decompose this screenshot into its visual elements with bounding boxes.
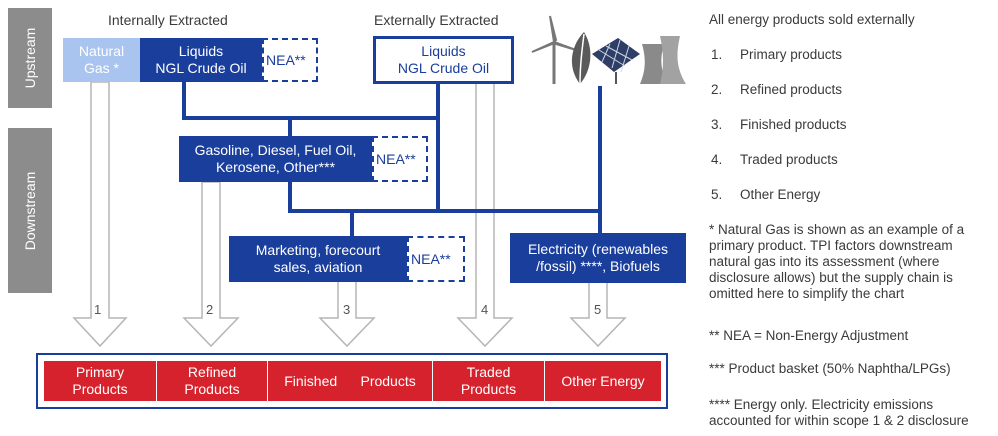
cooling-tower-icon: [640, 36, 686, 84]
internal-header: Internally Extracted: [108, 12, 228, 28]
arrow-number-1: 1: [94, 302, 102, 317]
arrow-1: [72, 81, 128, 348]
legend-note-basket: *** Product basket (50% Naphtha/LPGs): [709, 361, 951, 376]
liquids-internal-label: Liquids NGL Crude Oil: [155, 43, 247, 76]
nea-refined-label: NEA**: [376, 151, 416, 167]
connector-internal-to-refined: [182, 80, 438, 120]
nea-refined-box: NEA**: [372, 136, 428, 182]
product-other-energy: Other Energy: [545, 361, 661, 401]
solar-panel-icon: [592, 38, 640, 84]
product-finished: Finished Products: [268, 361, 432, 401]
product-refined-label: Refined Products: [184, 364, 240, 397]
product-other-energy-label: Other Energy: [561, 372, 645, 389]
legend-num-3: 3.: [711, 117, 723, 132]
legend-note-nea: ** NEA = Non-Energy Adjustment: [709, 328, 909, 343]
arrow-number-2: 2: [206, 302, 214, 317]
energy-icons: [531, 15, 686, 85]
legend-label-1: Primary products: [740, 47, 843, 62]
arrow-2: [182, 181, 240, 348]
external-header: Externally Extracted: [374, 12, 499, 28]
legend-num-2: 2.: [711, 82, 723, 97]
liquids-internal-box: Liquids NGL Crude Oil: [140, 38, 262, 82]
product-traded: Traded Products: [433, 361, 544, 401]
refined-box: Gasoline, Diesel, Fuel Oil, Kerosene, Ot…: [179, 136, 372, 182]
legend-num-1: 1.: [711, 47, 723, 62]
wind-turbine-icon: [531, 15, 577, 84]
marketing-label: Marketing, forecourt sales, aviation: [255, 242, 381, 275]
legend-label-5: Other Energy: [740, 187, 821, 202]
refined-label: Gasoline, Diesel, Fuel Oil, Kerosene, Ot…: [194, 142, 357, 175]
product-primary-label: Primary Products: [72, 364, 128, 397]
product-refined: Refined Products: [157, 361, 267, 401]
electricity-box: Electricity (renewables /fossil) ****, B…: [510, 233, 686, 283]
arrow-number-3: 3: [343, 302, 351, 317]
product-primary: Primary Products: [44, 361, 156, 401]
legend-num-4: 4.: [711, 152, 723, 167]
arrow-5: [569, 279, 627, 348]
legend-label-2: Refined products: [740, 82, 843, 97]
natural-gas-box: Natural Gas *: [63, 38, 140, 82]
leaf-icon: [571, 32, 591, 85]
arrow-3: [318, 279, 376, 348]
legend-note-natural-gas: * Natural Gas is shown as an example of …: [709, 222, 965, 301]
arrow-number-5: 5: [594, 302, 602, 317]
product-traded-label: Traded Products: [460, 364, 517, 397]
arrow-number-4: 4: [481, 302, 489, 317]
product-finished-label: Finished Products: [284, 372, 416, 389]
legend-label-3: Finished products: [740, 117, 847, 132]
upstream-label-bar: Upstream: [8, 8, 52, 108]
electricity-label: Electricity (renewables /fossil) ****, B…: [527, 241, 669, 274]
nea-marketing-box: NEA**: [407, 236, 465, 282]
legend-note-energy: **** Energy only. Electricity emissions …: [709, 397, 969, 428]
natural-gas-label: Natural Gas *: [78, 43, 125, 76]
legend-title: All energy products sold externally: [709, 12, 915, 27]
downstream-label-bar: Downstream: [8, 128, 52, 293]
nea-upstream-label: NEA**: [266, 52, 306, 68]
legend-label-4: Traded products: [740, 152, 838, 167]
legend-num-5: 5.: [711, 187, 723, 202]
marketing-box: Marketing, forecourt sales, aviation: [229, 236, 407, 282]
nea-marketing-label: NEA**: [411, 251, 451, 267]
liquids-external-label: Liquids NGL Crude Oil: [397, 43, 490, 76]
arrow-4: [456, 81, 514, 348]
liquids-external-box: Liquids NGL Crude Oil: [373, 36, 514, 84]
connector-refined-to-main: [288, 180, 600, 213]
nea-upstream-box: NEA**: [262, 38, 318, 82]
products-container: [36, 353, 668, 409]
